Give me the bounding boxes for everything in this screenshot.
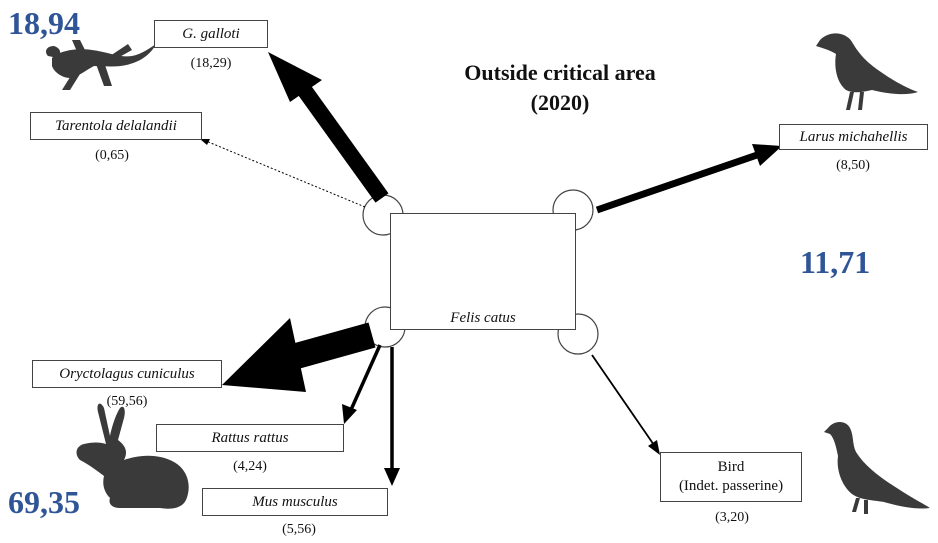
node-rattus: Rattus rattus	[156, 424, 344, 452]
title-line-2: (2020)	[530, 90, 590, 115]
lizard-icon	[46, 40, 156, 90]
node-g-galloti: G. galloti	[154, 20, 268, 48]
value-bird: (3,20)	[715, 510, 749, 525]
arrowhead-g-galloti	[268, 52, 322, 102]
arrowhead-bird	[648, 440, 660, 455]
arrow-g-galloti	[293, 79, 389, 203]
node-bird-line-1: Bird	[717, 459, 745, 475]
pigeon-icon	[824, 422, 930, 514]
arrow-bird	[591, 354, 655, 446]
arrow-larus	[595, 150, 762, 214]
center-node-box	[390, 213, 576, 330]
arrow-rattus	[348, 344, 382, 413]
arrows	[200, 52, 782, 486]
node-mus: Mus musculus	[202, 488, 388, 516]
center-node-label: Felis catus	[450, 310, 516, 326]
arrowhead-tarentola	[200, 139, 210, 145]
arrowhead-mus	[384, 468, 400, 486]
arrowhead-oryctolagus	[222, 318, 306, 392]
value-rattus: (4,24)	[233, 459, 267, 474]
node-bird: Bird (Indet. passerine)	[660, 452, 802, 502]
value-g-galloti: (18,29)	[190, 56, 232, 71]
value-tarentola: (0,65)	[95, 148, 129, 163]
arrow-tarentola	[205, 140, 366, 208]
node-bird-line-2: (Indet. passerine)	[678, 478, 784, 494]
total-birds: 11,71	[800, 244, 871, 280]
node-larus: Larus michahellis	[779, 124, 928, 150]
gull-icon	[816, 33, 918, 110]
rabbit-icon	[76, 403, 189, 509]
total-reptiles: 18,94	[8, 5, 80, 41]
node-tarentola: Tarentola delalandii	[30, 112, 202, 140]
node-oryctolagus: Oryctolagus cuniculus	[32, 360, 222, 388]
title-line-1: Outside critical area	[464, 60, 656, 85]
value-oryctolagus: (59,56)	[106, 394, 148, 409]
arrowhead-rattus	[342, 404, 357, 424]
total-mammals: 69,35	[8, 484, 80, 520]
diagram-title: Outside critical area (2020)	[430, 58, 690, 118]
arrowhead-larus	[752, 144, 782, 166]
value-larus: (8,50)	[836, 158, 870, 173]
value-mus: (5,56)	[282, 522, 316, 537]
